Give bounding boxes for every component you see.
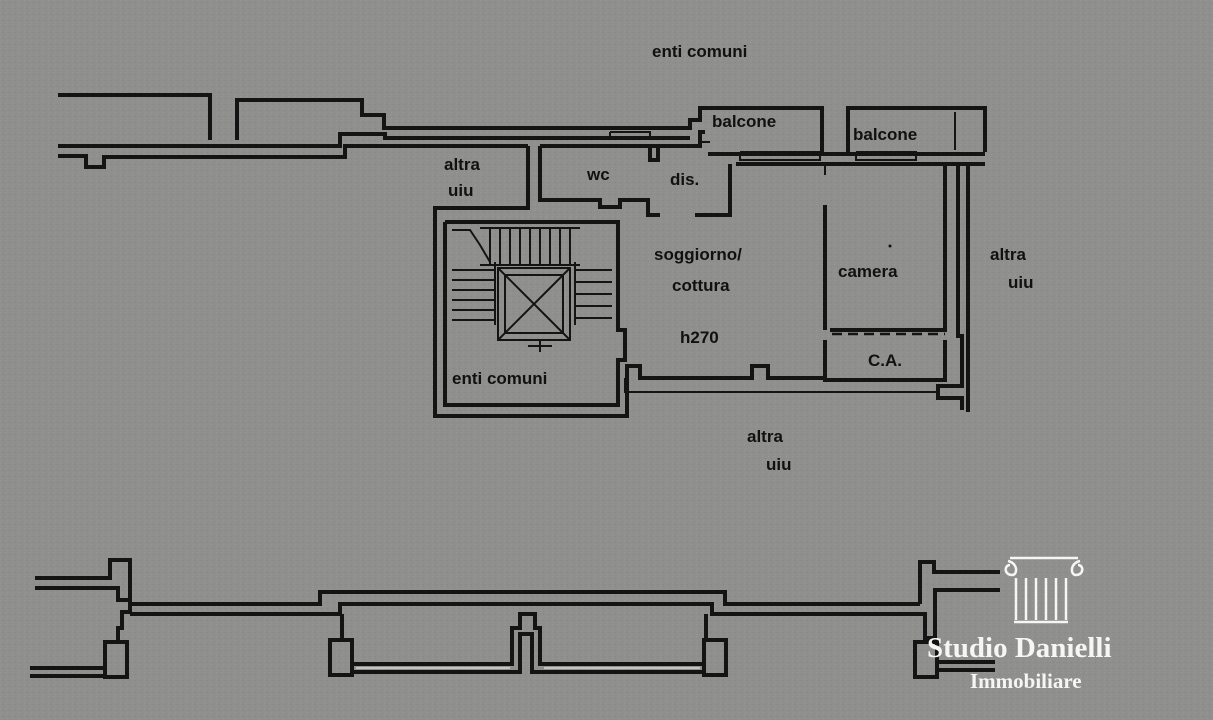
camera-dot — [888, 244, 892, 248]
label-cottura: cottura — [672, 276, 730, 295]
label-height: h270 — [680, 328, 719, 347]
room-labels: enti comuni balcone balcone altra uiu wc… — [444, 42, 1034, 474]
label-altra-uiu-bottom-2: uiu — [766, 455, 792, 474]
staircase — [452, 227, 612, 352]
brand-subtitle: Immobiliare — [970, 669, 1082, 693]
ionic-column-capital-icon — [1004, 556, 1084, 624]
studio-danielli-watermark: Studio Danielli Immobiliare — [927, 556, 1112, 693]
label-altra-uiu-right-2: uiu — [1008, 273, 1034, 292]
label-dis: dis. — [670, 170, 699, 189]
label-enti-comuni-stair: enti comuni — [452, 369, 547, 388]
lower-building-walls — [30, 558, 1000, 679]
label-altra-uiu-left-2: uiu — [448, 181, 474, 200]
label-altra-uiu-left-1: altra — [444, 155, 480, 174]
label-balcone-1: balcone — [712, 112, 776, 131]
label-ca: C.A. — [868, 351, 902, 370]
label-soggiorno: soggiorno/ — [654, 245, 742, 264]
label-altra-uiu-bottom-1: altra — [747, 427, 783, 446]
label-altra-uiu-right-1: altra — [990, 245, 1026, 264]
label-wc: wc — [586, 165, 610, 184]
label-enti-comuni-top: enti comuni — [652, 42, 747, 61]
label-camera: camera — [838, 262, 898, 281]
label-balcone-2: balcone — [853, 125, 917, 144]
unit-walls — [433, 146, 970, 418]
brand-name: Studio Danielli — [927, 632, 1112, 664]
